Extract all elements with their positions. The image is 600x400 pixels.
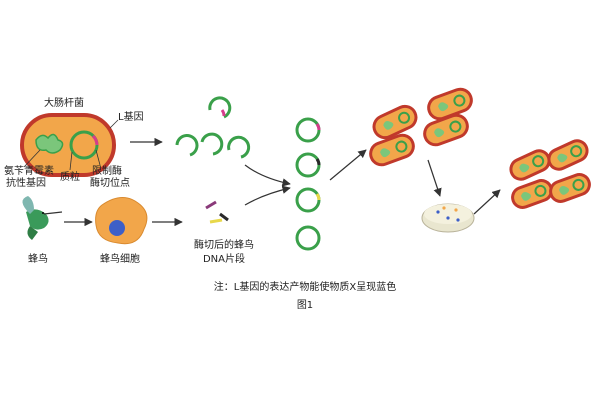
- hummingbird-cell: [95, 197, 148, 245]
- resistance-label-line1: 氨苄青霉素: [4, 166, 54, 177]
- transformed-bacteria: [369, 87, 473, 167]
- arrow-to-selected: [473, 189, 501, 215]
- site-label-line1: 限制酶: [92, 166, 122, 177]
- figure-note: 注：L基因的表达产物能使物质X呈现蓝色: [213, 282, 397, 293]
- site-pointer: [95, 149, 101, 166]
- bacterial-chromosome: [35, 133, 64, 154]
- resistance-label-line2: 抗性基因: [6, 178, 46, 189]
- l-gene-label: L基因: [118, 112, 144, 123]
- arrow-to-transformation: [329, 149, 367, 181]
- resistance-pointer: [23, 149, 41, 168]
- cut-plasmids: [175, 96, 251, 159]
- hummingbird-illustration: [22, 196, 63, 240]
- l-gene-pointer: [109, 119, 119, 129]
- hummingbird-label: 蜂鸟: [28, 254, 48, 265]
- recombinant-plasmids: [295, 117, 321, 251]
- plasmid-pointer: [69, 151, 73, 171]
- dna-fragments: [205, 200, 229, 224]
- selected-bacteria: [509, 139, 591, 209]
- arrow-fragments-to-ligation: [244, 185, 291, 206]
- ecoli-cell: [20, 113, 116, 177]
- hummingbird-cell-label: 蜂鸟细胞: [100, 254, 140, 265]
- site-label-line2: 酶切位点: [90, 178, 130, 189]
- plasmid-label: 质粒: [60, 172, 80, 183]
- l-gene-segment: [91, 134, 99, 146]
- nucleus: [109, 220, 125, 236]
- arrow-to-plate: [427, 159, 442, 197]
- fragment-label-line2: DNA片段: [202, 254, 246, 265]
- arrow-plasmids-to-ligation: [244, 164, 291, 187]
- ecoli-label: 大肠杆菌: [44, 98, 84, 109]
- fragment-label-line1: 酶切后的蜂鸟: [194, 240, 254, 251]
- culture-plate: [421, 203, 475, 233]
- figure-caption: 图1: [296, 300, 314, 311]
